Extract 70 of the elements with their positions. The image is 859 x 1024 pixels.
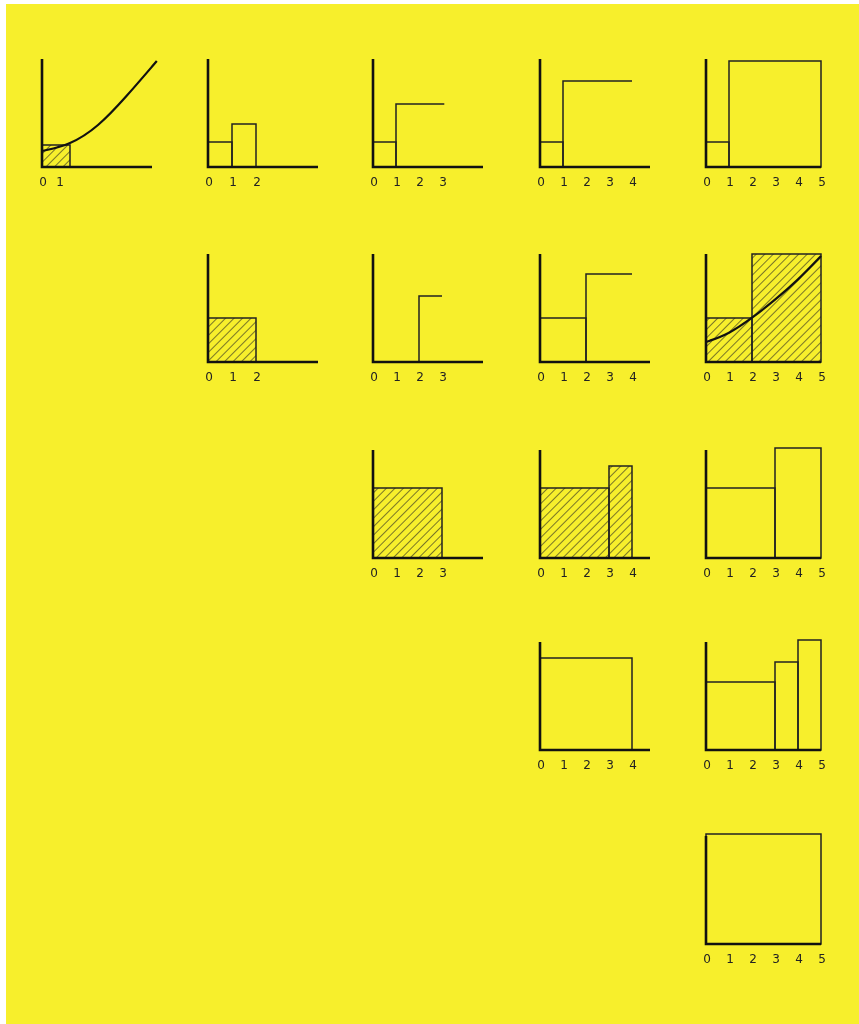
axis-tick-label: 3 [438, 370, 448, 384]
axis-tick-label: 1 [725, 952, 735, 966]
axis-tick-label: 2 [748, 758, 758, 772]
axis-tick-label: 2 [415, 370, 425, 384]
axis-tick-label: 3 [771, 952, 781, 966]
axis-tick-label: 2 [582, 758, 592, 772]
axis-tick-label: 3 [438, 175, 448, 189]
axis-tick-label: 4 [628, 566, 638, 580]
axis-tick-label: 3 [605, 175, 615, 189]
axis-tick-label: 1 [559, 370, 569, 384]
axis-tick-label: 0 [702, 175, 712, 189]
axis-tick-label: 3 [771, 758, 781, 772]
axis-tick-label: 4 [628, 175, 638, 189]
axis-tick-label: 5 [817, 175, 827, 189]
axis-tick-label: 1 [559, 758, 569, 772]
axis-tick-label: 5 [817, 566, 827, 580]
axis-tick-label: 2 [748, 370, 758, 384]
axis-tick-label: 4 [794, 566, 804, 580]
axis-tick-label: 3 [438, 566, 448, 580]
axis-tick-label: 1 [559, 175, 569, 189]
axis-tick-label: 4 [628, 370, 638, 384]
axis-tick-label: 0 [536, 175, 546, 189]
axis-tick-label: 0 [702, 952, 712, 966]
axis-tick-label: 0 [536, 566, 546, 580]
axis-tick-label: 4 [794, 758, 804, 772]
axis-tick-label: 0 [369, 566, 379, 580]
axis-tick-label: 3 [605, 370, 615, 384]
axis-tick-label: 2 [252, 175, 262, 189]
axis-tick-label: 2 [415, 175, 425, 189]
axis-tick-label: 1 [725, 370, 735, 384]
axis-tick-label: 5 [817, 370, 827, 384]
axis-tick-label: 3 [771, 370, 781, 384]
axis-tick-label: 2 [582, 370, 592, 384]
axis-tick-label: 0 [702, 566, 712, 580]
axis-tick-label: 0 [204, 175, 214, 189]
axis-tick-label: 3 [771, 566, 781, 580]
axis-tick-label: 1 [392, 175, 402, 189]
axis-tick-label: 1 [559, 566, 569, 580]
axis-tick-label: 0 [369, 175, 379, 189]
axis-tick-label: 5 [817, 758, 827, 772]
axis-tick-label: 1 [392, 370, 402, 384]
axis-tick-label: 0 [204, 370, 214, 384]
axis-tick-label: 1 [228, 175, 238, 189]
axis-tick-label: 2 [582, 566, 592, 580]
axis-tick-label: 4 [794, 370, 804, 384]
axis-tick-label: 2 [748, 175, 758, 189]
axis-tick-label: 1 [725, 175, 735, 189]
axis-tick-label: 3 [771, 175, 781, 189]
axis-tick-label: 3 [605, 758, 615, 772]
axis-tick-label: 4 [794, 952, 804, 966]
axis-tick-label: 0 [702, 758, 712, 772]
axis-tick-label: 4 [794, 175, 804, 189]
axis-tick-label: 1 [725, 758, 735, 772]
axis-tick-label: 4 [628, 758, 638, 772]
axis-tick-label: 1 [725, 566, 735, 580]
axis-tick-label: 0 [369, 370, 379, 384]
axis-tick-label: 2 [582, 175, 592, 189]
axis-tick-label: 2 [748, 566, 758, 580]
axis-tick-label: 3 [605, 566, 615, 580]
axis-tick-label: 0 [38, 175, 48, 189]
axis-tick-label: 0 [702, 370, 712, 384]
axis-tick-label: 5 [817, 952, 827, 966]
axis-tick-label: 1 [392, 566, 402, 580]
axis-tick-label: 0 [536, 370, 546, 384]
axis-tick-label: 1 [228, 370, 238, 384]
axis-tick-label: 0 [536, 758, 546, 772]
axis-tick-label: 2 [748, 952, 758, 966]
axis-tick-label: 1 [55, 175, 65, 189]
axis-tick-label: 2 [415, 566, 425, 580]
axis-tick-label: 2 [252, 370, 262, 384]
